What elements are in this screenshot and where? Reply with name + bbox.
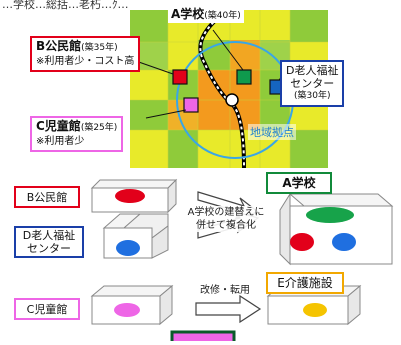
c-center-map-label: C児童館(築25年) ※利用者少 [30,116,124,152]
rebuild-text: A学校の建替えに 併せて複合化 [176,206,276,232]
c-center-marker [183,97,199,113]
b-hall-map-label: B公民館(築35年) ※利用者少・コスト高 [30,36,141,72]
renovate-text: 改修・転用 [200,285,250,296]
a-school-marker [236,69,252,85]
top-partial-text: …学校…総括…老朽…ｸ… [2,0,129,11]
c-center-label: C児童館 [14,298,80,320]
d-facility-dot [116,240,140,256]
e-care-dot [303,303,327,317]
station-icon [225,93,239,107]
a-school-blue-dot [332,233,356,251]
b-hall-label: B公民館 [14,186,80,208]
d-facility-label: D老人福祉 センター [14,226,84,258]
d-facility-map-label: D老人福祉 センター (築30年) [280,60,345,107]
a-school-green-dot [306,207,354,223]
a-school-building [279,192,394,266]
b-hall-marker [172,69,188,85]
b-hall-building [90,178,178,214]
a-school-map-label: A学校(築40年) [168,8,244,23]
e-care-label: E介護施設 [266,272,344,294]
c-center-building [90,284,174,326]
legend-pink-box [170,330,236,345]
hub-label: 地域拠点 [248,124,296,140]
railway-line [198,16,246,169]
a-school-red-dot [290,233,314,251]
c-center-dot [114,303,140,317]
a-school-label: A学校 [266,172,332,194]
b-hall-dot [115,189,145,203]
d-facility-building [102,213,169,259]
